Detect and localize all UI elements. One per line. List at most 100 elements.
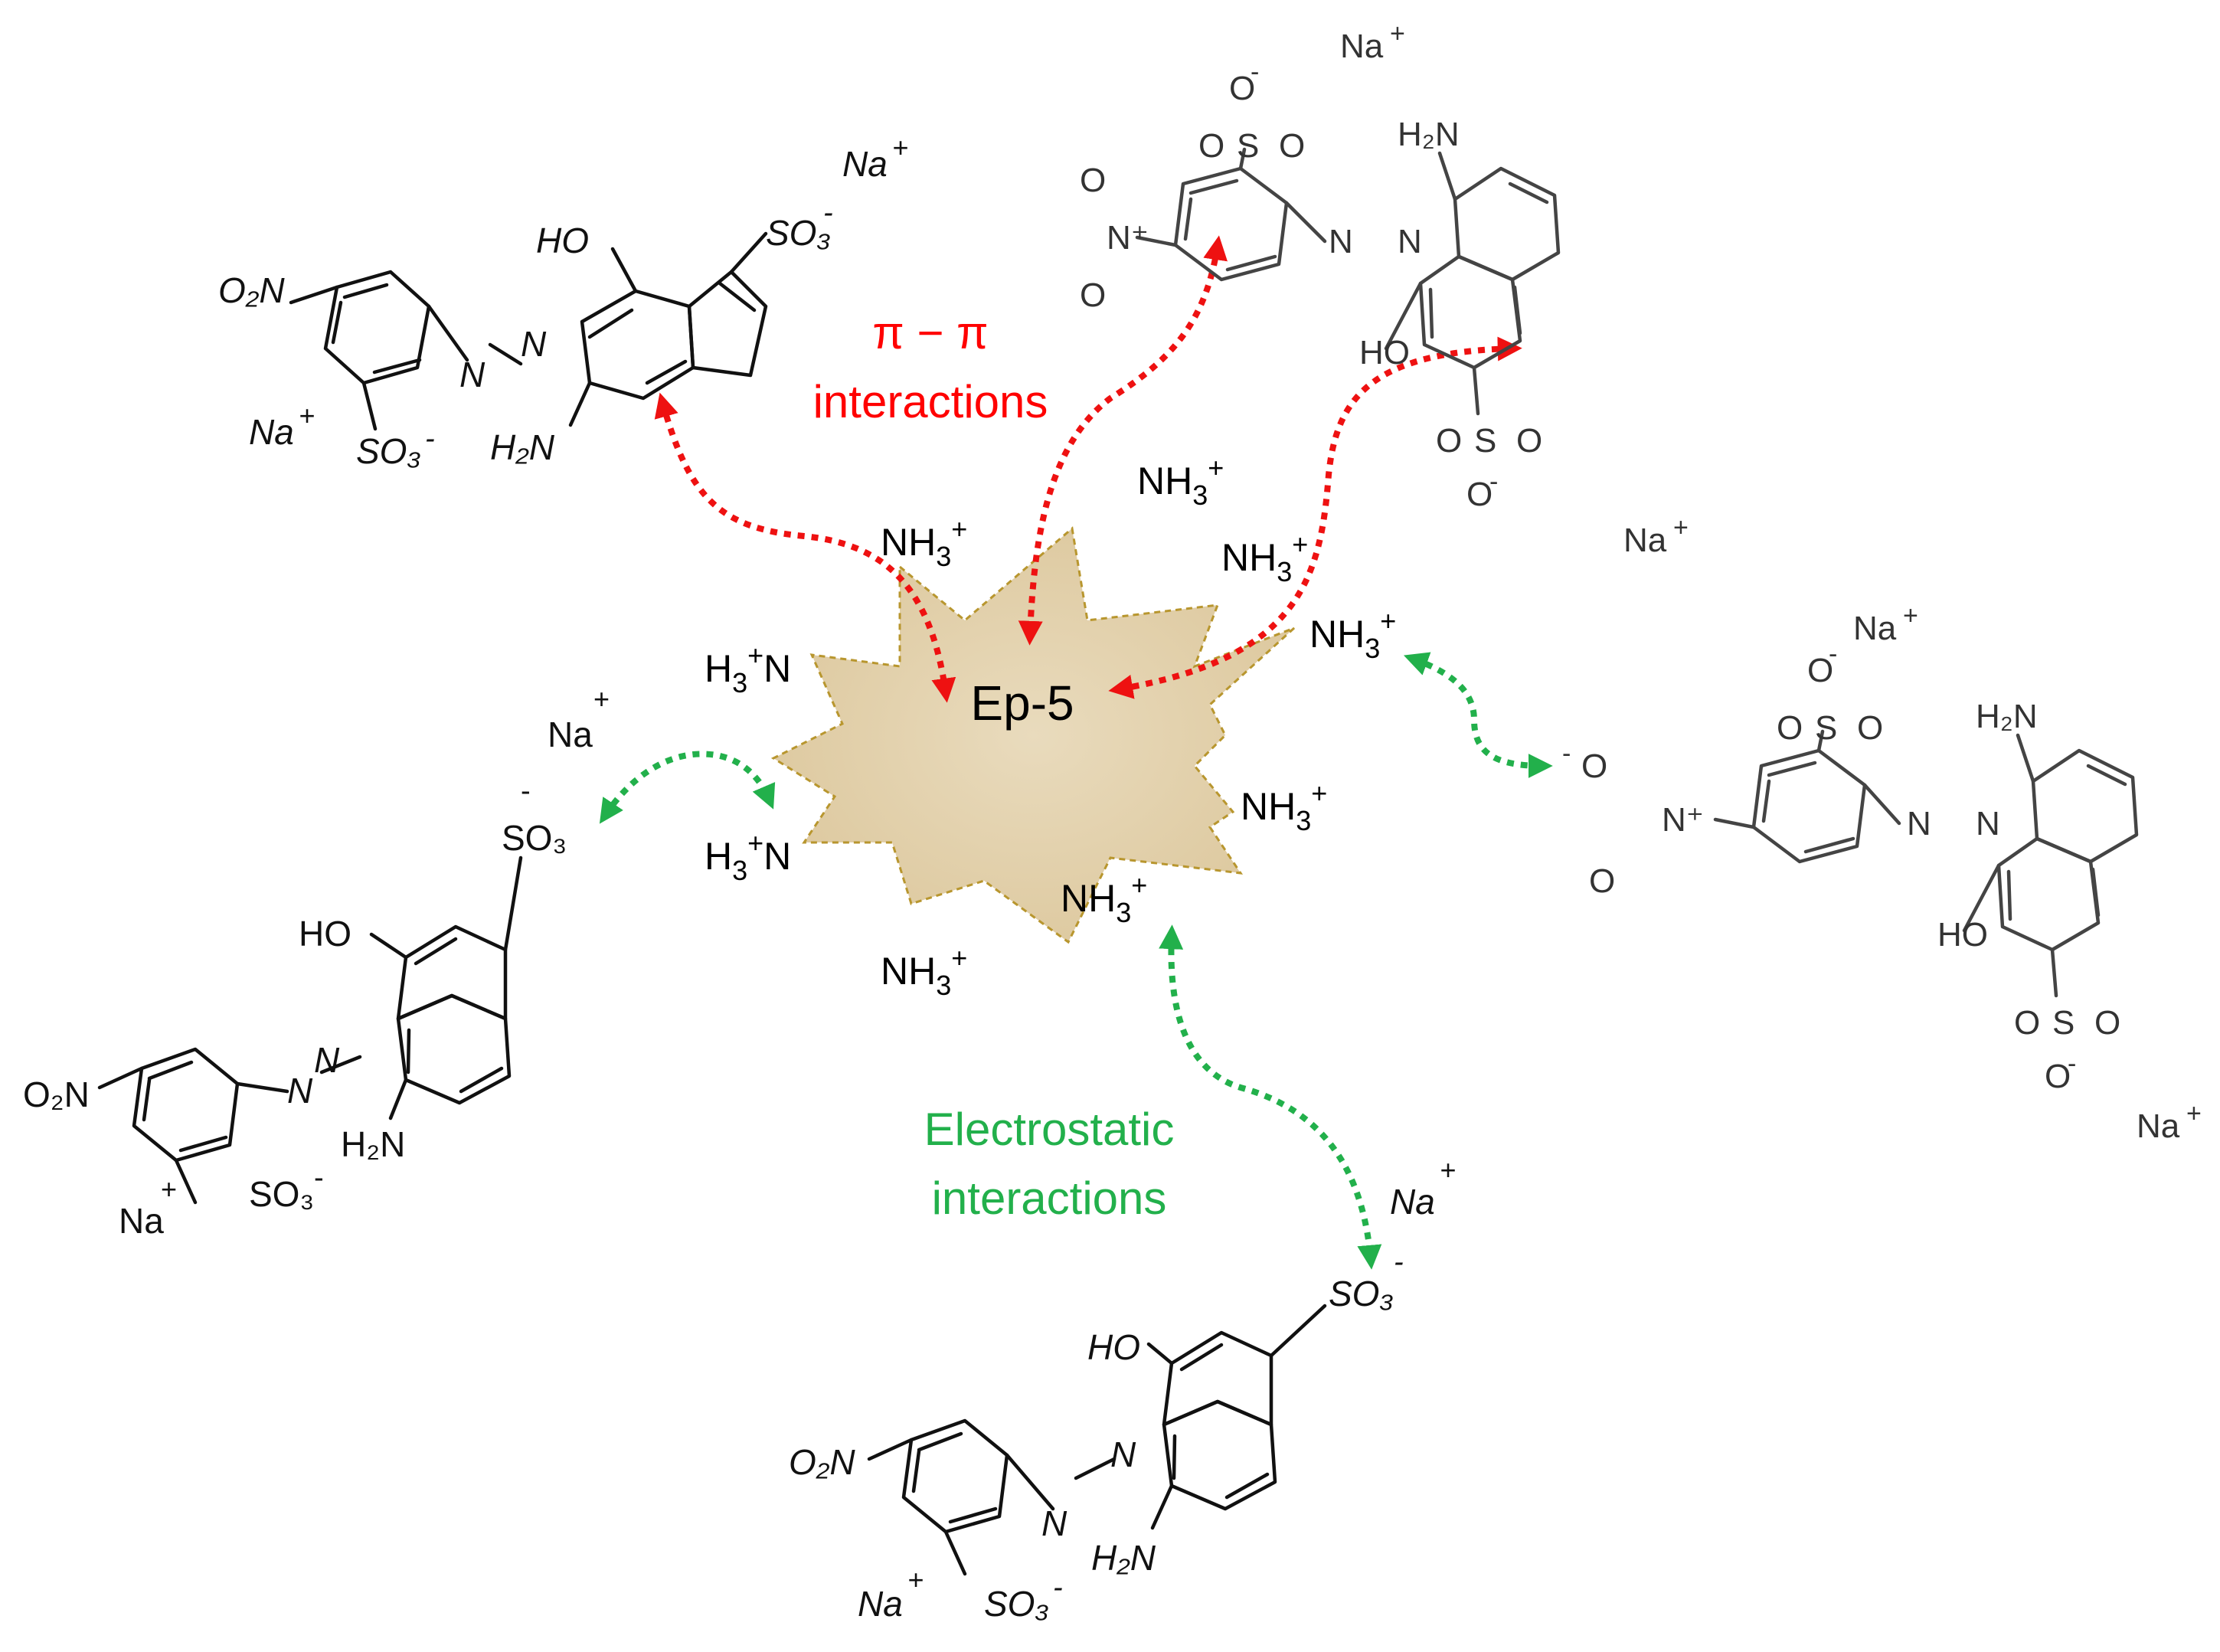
azo-n-label: N	[1110, 1434, 1136, 1474]
sulfonate-o-minus: O	[1229, 70, 1255, 107]
azo-n-label: N	[1907, 805, 1931, 842]
sulfonate-o-charge: -	[1489, 467, 1498, 496]
sodium-charge: +	[2186, 1099, 2202, 1128]
sulfonyl-label: S	[1474, 422, 1496, 460]
sulfonate-charge: -	[314, 1162, 324, 1194]
sodium-charge: +	[1440, 1154, 1456, 1186]
nitro-n-label: N⁺	[1662, 801, 1704, 839]
ep5-particle: Ep-5	[770, 526, 1296, 944]
sodium-label: Na	[1623, 522, 1667, 559]
sulfonate-o-charge: -	[1251, 57, 1259, 87]
amine-label: H3+N	[705, 827, 791, 886]
sulfonyl-label: O	[1777, 709, 1803, 747]
sodium-charge: +	[907, 1564, 924, 1595]
sulfonyl-label: O	[1279, 127, 1305, 165]
sodium-charge: +	[593, 683, 610, 715]
amine-label: NH3+	[1137, 452, 1224, 511]
sulfonate-o-minus: O	[1807, 652, 1833, 689]
sodium-label: Na	[842, 144, 888, 184]
azo-n-label: N	[521, 324, 547, 364]
nitro-o-label: O	[1589, 862, 1615, 900]
sulfonyl-label: O	[1436, 422, 1462, 460]
es-arrow-bottom	[1159, 924, 1382, 1270]
sulfonate-charge: -	[425, 423, 435, 455]
nitro-o-label: O	[1080, 162, 1106, 199]
sodium-label: Na	[119, 1201, 164, 1241]
amino-label: H₂N	[490, 427, 555, 467]
sulfonate-label: SO₃	[502, 818, 567, 858]
pi-pi-arrows	[654, 235, 1522, 703]
azo-n-label: N	[1041, 1503, 1067, 1543]
amine-label: NH3+	[881, 942, 967, 1001]
dye-molecule-top-right: O - O S O O N⁺ O N N H₂N HO O S O O - Na…	[1080, 19, 1689, 559]
amino-label: H₂N	[1976, 698, 2038, 735]
sulfonate-charge: -	[521, 775, 531, 807]
amino-label: H₂N	[341, 1124, 405, 1164]
sulfonate-o-charge: -	[1829, 640, 1837, 669]
sulfonyl-label: S	[1815, 709, 1837, 747]
sulfonyl-label: O	[1516, 422, 1542, 460]
sulfonate-o-minus: O	[1466, 476, 1493, 513]
sulfonate-label: SO₃	[356, 431, 421, 471]
hydroxyl-label: HO	[1937, 916, 1988, 954]
es-arrow-right	[1403, 652, 1553, 778]
nitro-o-label: O	[1080, 276, 1106, 314]
sulfonyl-label: O	[1857, 709, 1883, 747]
sodium-charge: +	[1673, 513, 1689, 542]
sulfonate-charge: -	[1053, 1572, 1063, 1604]
sodium-charge: +	[1390, 19, 1405, 48]
pi-pi-label: π − π	[872, 307, 988, 358]
nitro-label: O₂N	[789, 1442, 855, 1482]
sulfonyl-label: O	[2094, 1004, 2120, 1042]
azo-n-label: N	[459, 355, 486, 394]
sodium-label: Na	[548, 715, 593, 754]
amine-label: NH3+	[1221, 528, 1308, 587]
nitro-label: O₂N	[23, 1075, 90, 1114]
electrostatic-label-2: interactions	[932, 1173, 1167, 1224]
electrostatic-annotation: Electrostatic interactions	[924, 1104, 1175, 1224]
sulfonate-label: SO₃	[249, 1174, 314, 1214]
hydroxyl-label: HO	[299, 914, 351, 954]
sodium-label: Na	[858, 1584, 903, 1624]
nitro-o-label: O	[1581, 747, 1607, 785]
sulfonate-label: SO₃	[1329, 1274, 1394, 1313]
sulfonate-charge: -	[823, 197, 833, 229]
sodium-label: Na	[1340, 28, 1384, 65]
sodium-label: Na	[1390, 1182, 1435, 1222]
hydroxyl-label: HO	[1359, 334, 1410, 371]
amine-label: NH3+	[1061, 869, 1147, 928]
amine-label: NH3+	[1241, 777, 1327, 836]
sodium-label: Na	[1853, 610, 1897, 647]
sulfonyl-label: S	[1237, 127, 1259, 165]
dye-molecule-top-left: O₂N SO₃ - N N HO SO₃ - H₂N Na + Na +	[218, 132, 908, 471]
sodium-charge: +	[1903, 601, 1918, 630]
azo-n-label: N	[1976, 805, 2000, 842]
pi-arrow-top-left	[654, 392, 956, 703]
dye-molecule-left: O₂N N N HO SO₃ - H₂N SO₃ - Na + Na +	[23, 683, 610, 1241]
hydroxyl-label: HO	[536, 221, 589, 260]
sulfonate-charge: -	[1394, 1246, 1404, 1278]
sulfonate-o-minus: O	[2045, 1058, 2071, 1095]
amine-label: NH3+	[881, 513, 967, 572]
dye-molecule-bottom: O₂N N N HO SO₃ - H₂N SO₃ - Na + Na +	[789, 1154, 1456, 1624]
azo-n-label: N	[314, 1040, 340, 1080]
sulfonyl-label: S	[2052, 1004, 2075, 1042]
dye-molecule-right: O - O S O - O N⁺ O N N H₂N HO O S O O - …	[1562, 601, 2202, 1145]
sulfonyl-label: O	[2014, 1004, 2040, 1042]
azo-n-label: N	[1398, 223, 1422, 260]
sodium-charge: +	[161, 1173, 177, 1205]
sodium-label: Na	[249, 412, 294, 452]
pi-pi-annotation: π − π interactions	[813, 307, 1048, 427]
sulfonate-label: SO₃	[984, 1584, 1049, 1624]
azo-n-label: N	[1329, 223, 1353, 260]
pi-arrow-top-right	[1108, 336, 1522, 699]
electrostatic-arrows	[599, 652, 1553, 1270]
amine-label: H3+N	[705, 640, 791, 698]
amino-label: H₂N	[1091, 1538, 1156, 1578]
hydroxyl-label: HO	[1087, 1327, 1140, 1367]
sodium-label: Na	[2137, 1107, 2180, 1145]
ep5-label: Ep-5	[970, 676, 1074, 731]
sulfonate-label: SO₃	[766, 213, 831, 253]
sulfonyl-label: O	[1198, 127, 1224, 165]
